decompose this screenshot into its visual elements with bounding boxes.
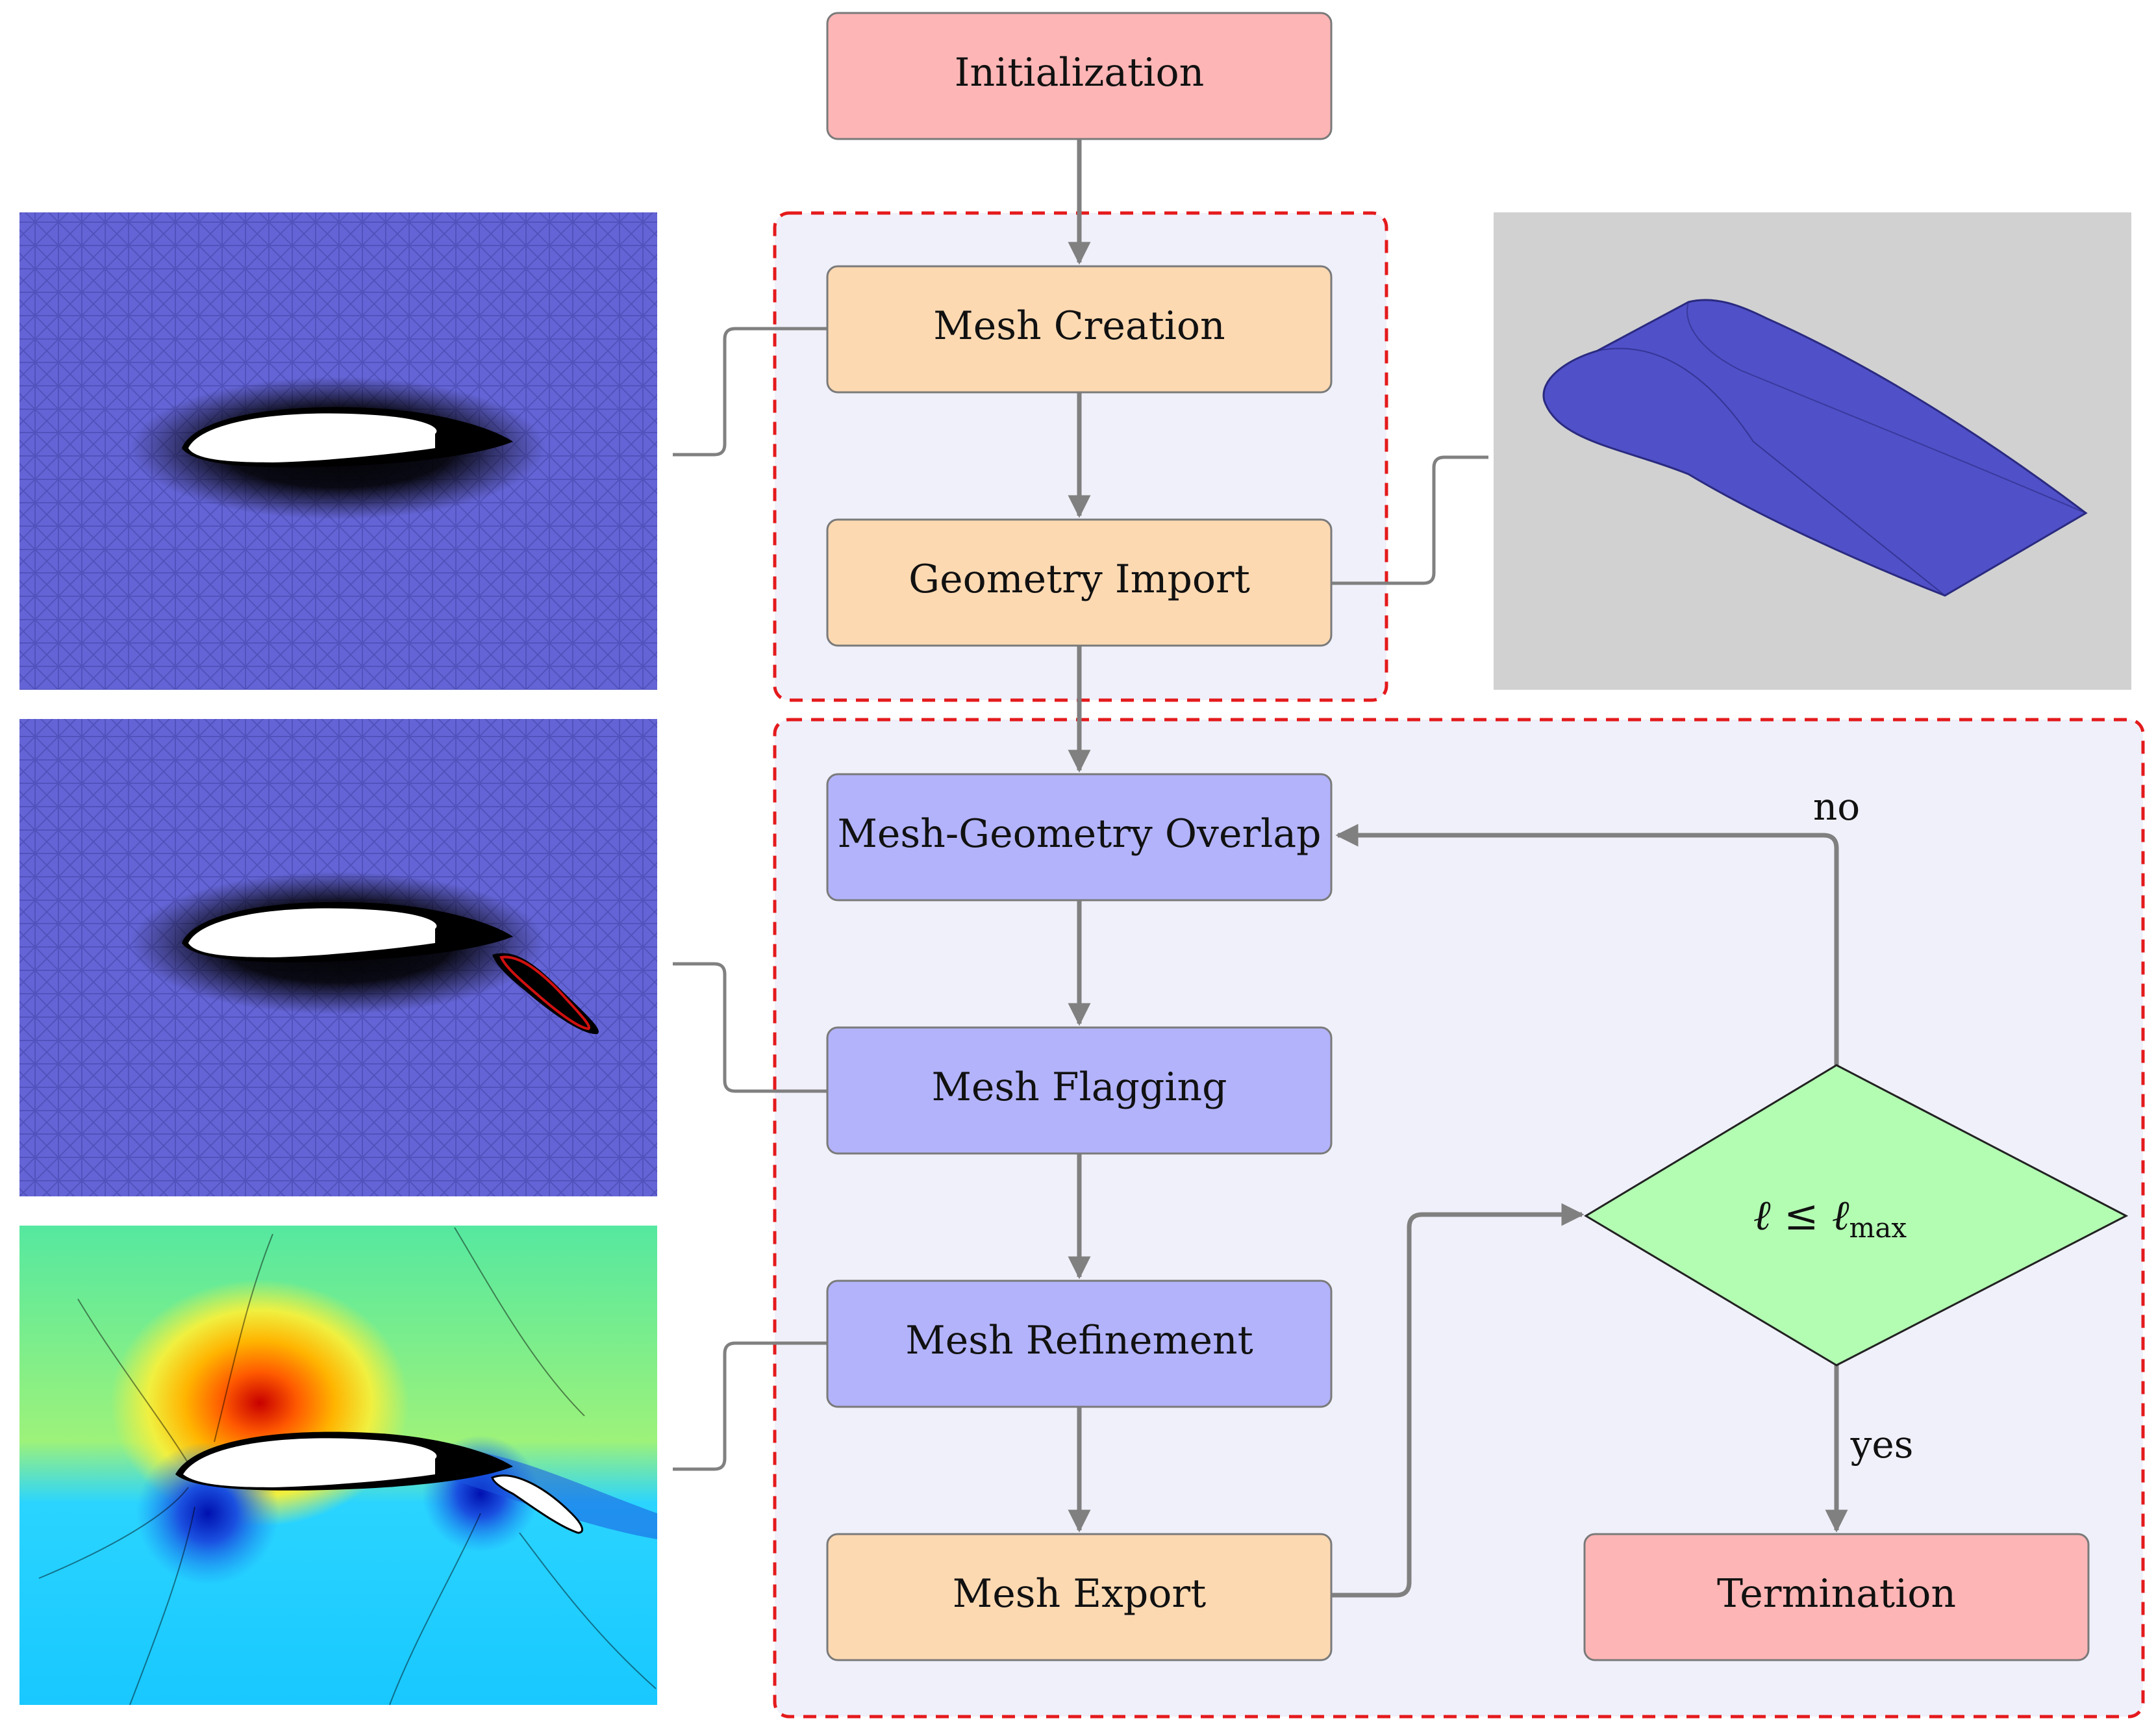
stage-adaptive-refinement	[773, 718, 2145, 1719]
pressure-contour-icon	[19, 1226, 657, 1706]
initialization-label: Initialization	[955, 50, 1204, 95]
level-decision-node: ℓ ≤ ℓmax	[1584, 1064, 2129, 1367]
decision-condition-subscript: max	[1849, 1212, 1907, 1244]
decision-condition-lhs: ℓ ≤ ℓ	[1753, 1192, 1849, 1240]
mesh-geometry-overlap-node: Mesh-Geometry Overlap	[826, 773, 1333, 901]
geometry-import-node: Geometry Import	[826, 518, 1333, 647]
mesh-export-label: Mesh Export	[953, 1571, 1206, 1617]
mesh-flagging-label: Mesh Flagging	[931, 1065, 1227, 1110]
mesh-refinement-node: Mesh Refinement	[826, 1279, 1333, 1408]
initialization-node: Initialization	[826, 12, 1333, 140]
mesh-geometry-overlap-label: Mesh-Geometry Overlap	[837, 811, 1321, 857]
wing-geometry-icon	[1494, 212, 2131, 690]
mesh-flagging-node: Mesh Flagging	[826, 1026, 1333, 1155]
airfoil-mesh-icon	[19, 212, 657, 690]
edge-label-no: no	[1813, 785, 1860, 829]
edge-label-yes: yes	[1850, 1422, 1914, 1467]
termination-label: Termination	[1717, 1571, 1956, 1617]
mesh-refinement-label: Mesh Refinement	[905, 1318, 1253, 1363]
mesh-creation-label: Mesh Creation	[933, 303, 1225, 349]
airfoil-flap-mesh-icon	[19, 719, 657, 1196]
termination-node: Termination	[1583, 1533, 2090, 1661]
mesh-creation-node: Mesh Creation	[826, 265, 1333, 394]
geometry-import-label: Geometry Import	[909, 557, 1250, 602]
decision-condition: ℓ ≤ ℓmax	[1753, 1192, 1907, 1244]
mesh-export-node: Mesh Export	[826, 1533, 1333, 1661]
